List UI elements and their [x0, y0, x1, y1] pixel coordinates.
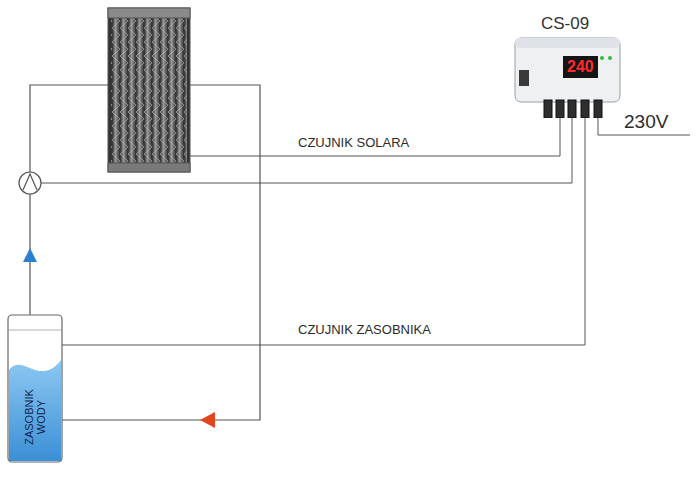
pump-symbol — [19, 172, 41, 194]
voltage-label: 230V — [624, 111, 668, 133]
flow-arrow-cold — [23, 248, 37, 262]
water-tank-box: ZASOBNIK WODY — [8, 315, 62, 462]
sensor-label: CZUJNIK SOLARA — [298, 135, 409, 150]
tank-label: ZASOBNIK WODY — [23, 384, 47, 450]
controller-box: CS-09 240 — [505, 14, 625, 118]
sensor-wire — [62, 118, 585, 345]
solar-collector — [108, 8, 190, 172]
device-name: CS-09 — [505, 14, 625, 34]
flow-arrow-hot — [200, 412, 215, 428]
water-tank — [8, 315, 62, 462]
display-value: 240 — [563, 56, 598, 78]
sensor-label: CZUJNIK ZASOBNIKA — [298, 322, 431, 337]
